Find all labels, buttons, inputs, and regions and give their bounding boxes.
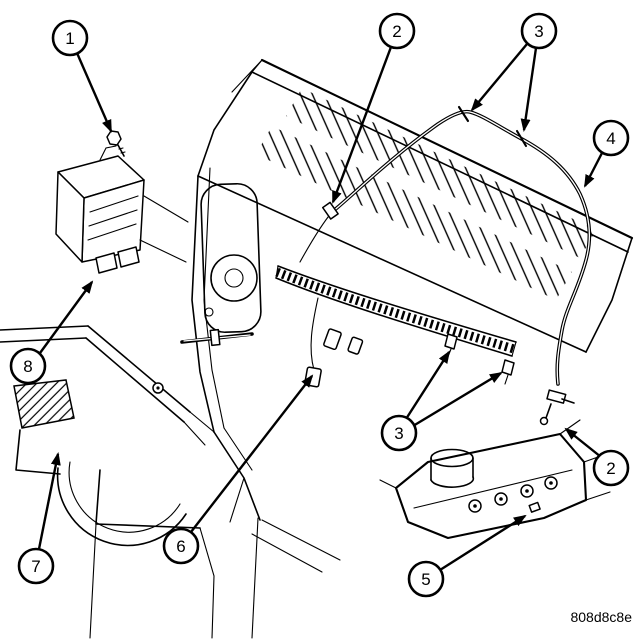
callout-4: 4 [592, 119, 630, 157]
svg-text:5: 5 [421, 570, 430, 589]
callout-8: 8 [9, 347, 47, 385]
callout-8-arrow [39, 280, 94, 354]
svg-text:3: 3 [534, 22, 543, 41]
callout-3-top-arrow-a [470, 43, 528, 112]
svg-text:7: 7 [31, 557, 40, 576]
callout-1: 1 [51, 19, 89, 57]
callout-2-right-arrow [564, 427, 602, 458]
engine-block [379, 419, 613, 540]
callout-7: 7 [17, 547, 55, 585]
speaker-circle [210, 254, 258, 302]
wiring-harness [275, 265, 517, 388]
callout-5: 5 [407, 560, 445, 598]
harness-connector [347, 336, 364, 355]
svg-text:3: 3 [394, 424, 403, 443]
harness-connector [323, 328, 342, 351]
vacuum-line [299, 105, 592, 426]
harness-clip [444, 333, 458, 350]
louver-band-upper [286, 88, 596, 258]
line-clip [515, 129, 528, 148]
svg-text:2: 2 [392, 22, 401, 41]
hose-stub [180, 328, 254, 347]
svg-text:8: 8 [23, 357, 32, 376]
svg-text:6: 6 [176, 537, 185, 556]
louver-band-lower [256, 126, 572, 300]
callout-2-top: 2 [378, 12, 416, 50]
callout-3-mid-arrow-a [404, 350, 451, 420]
callout-3-mid-arrow-b [412, 371, 503, 428]
callout-2-right: 2 [592, 449, 630, 487]
callout-arrows [37, 43, 605, 572]
callout-3-top-arrow-b [520, 47, 538, 132]
svg-text:1: 1 [65, 29, 74, 48]
mounting-screw [106, 130, 126, 157]
stud [528, 501, 541, 513]
hatched-bracket [13, 379, 75, 429]
callout-6-arrow [190, 374, 314, 533]
callout-4-arrow [583, 150, 605, 188]
callout-6: 6 [162, 527, 200, 565]
vehicle-illustration [0, 58, 634, 639]
callout-3-mid: 3 [380, 414, 418, 452]
fender-frame [0, 325, 341, 639]
svg-text:4: 4 [606, 129, 615, 148]
svg-text:2: 2 [606, 459, 615, 478]
line-clip [321, 201, 339, 220]
line-end-fitting [539, 389, 575, 426]
callout-2-top-arrow [331, 46, 393, 204]
callouts: 1 2 3 4 2 3 5 6 [9, 12, 630, 598]
sensor-cylinder [430, 448, 474, 468]
callout-5-arrow [439, 514, 527, 572]
callout-1-arrow [75, 52, 113, 133]
harness-clip [501, 359, 515, 376]
callout-7-arrow [37, 452, 61, 550]
callout-3-top: 3 [520, 12, 558, 50]
pcm-module [55, 145, 189, 274]
figure-code: 808d8c8e [570, 609, 632, 625]
dash-side-structure [191, 167, 262, 639]
small-bolt [204, 307, 214, 317]
line-clip [457, 105, 470, 123]
